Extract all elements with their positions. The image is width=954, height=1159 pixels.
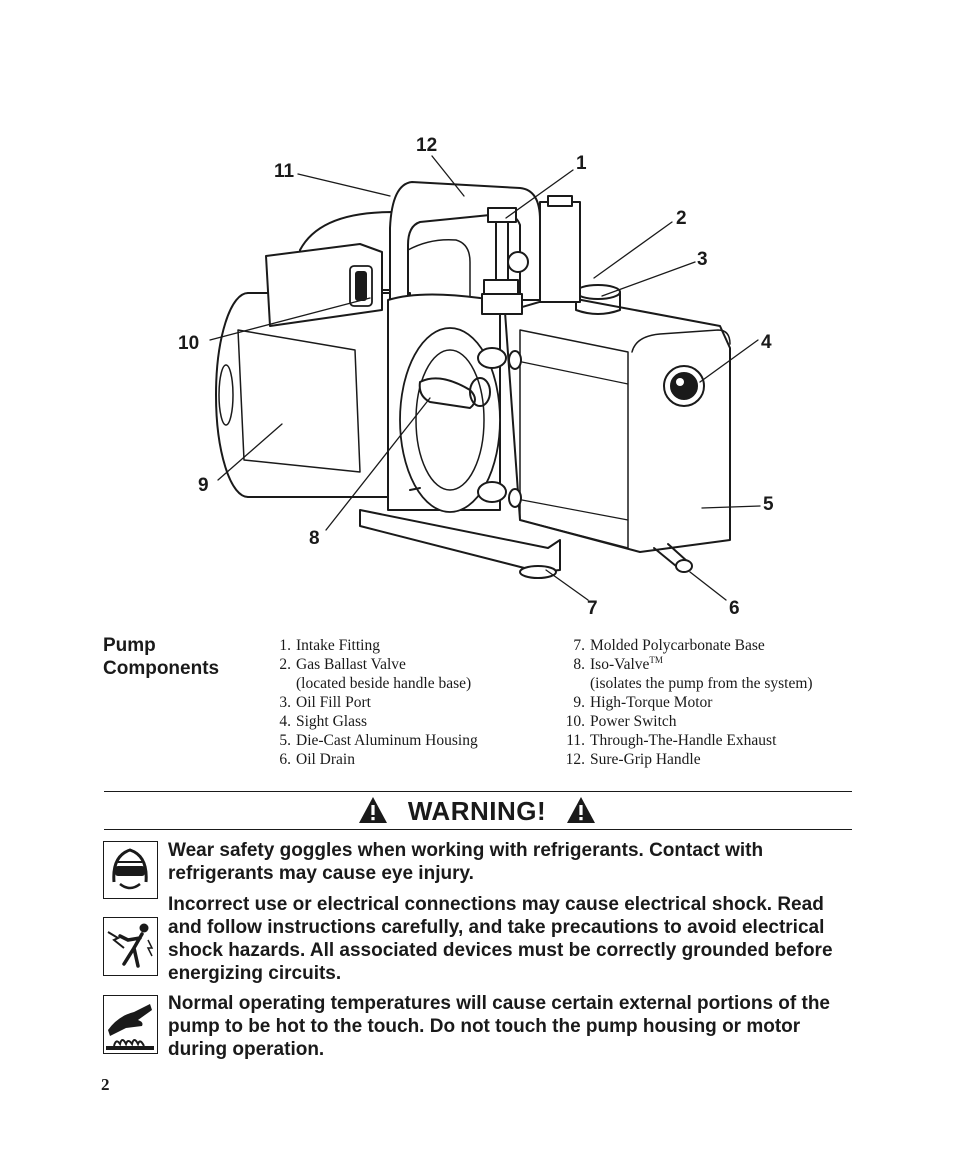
- callout-1: 1: [576, 153, 587, 174]
- hot-surface-icon: [103, 995, 158, 1054]
- motor-drawing: [215, 211, 411, 498]
- pump-diagram: 1 2 3 4 5 6 7 8 9 10 11 12: [178, 135, 774, 619]
- callout-11: 11: [274, 161, 295, 182]
- callout-5: 5: [763, 494, 774, 515]
- component-item: 10.Power Switch: [565, 713, 677, 730]
- coupler-drawing: [387, 293, 501, 513]
- electrical-shock-icon: [103, 917, 158, 976]
- warning-triangle-icon: [358, 797, 387, 823]
- base-drawing: [359, 487, 561, 579]
- components-heading-line2: Components: [103, 658, 220, 679]
- component-item: 6.Oil Drain: [279, 751, 355, 768]
- components-heading-line1: Pump: [103, 635, 156, 656]
- warning-triangle-icon: [567, 797, 596, 823]
- safety-goggles-icon: [103, 841, 158, 899]
- component-item: 2.Gas Ballast Valve(located beside handl…: [279, 656, 472, 692]
- component-item: 8.Iso-ValveTM(isolates the pump from the…: [573, 655, 813, 693]
- component-item: 3.Oil Fill Port: [279, 694, 371, 711]
- warning-text-goggles: Wear safety goggles when working with re…: [168, 840, 764, 884]
- callout-2: 2: [676, 208, 687, 229]
- pump-housing-drawing: [477, 284, 731, 573]
- component-item: 7.Molded Polycarbonate Base: [573, 637, 765, 654]
- warning-text-hot-surface: Normal operating temperatures will cause…: [168, 993, 831, 1060]
- warning-bottom-rule: [104, 829, 852, 830]
- page-number: 2: [101, 1075, 110, 1094]
- callout-4: 4: [761, 332, 772, 353]
- warning-text-electrical: Incorrect use or electrical connections …: [168, 894, 833, 984]
- warning-title: WARNING!: [407, 796, 547, 826]
- components-list-left: 1.Intake Fitting 2.Gas Ballast Valve(loc…: [262, 636, 478, 769]
- leader-lines: [209, 155, 761, 601]
- component-item: 9.High-Torque Motor: [573, 694, 713, 711]
- component-item: 11.Through-The-Handle Exhaust: [566, 732, 777, 749]
- intake-fitting-drawing: [481, 195, 581, 315]
- component-item: 12.Sure-Grip Handle: [565, 751, 701, 768]
- warning-top-rule: [104, 791, 852, 792]
- callout-12: 12: [416, 135, 437, 156]
- callout-7: 7: [587, 598, 598, 619]
- component-item: 1.Intake Fitting: [279, 637, 380, 654]
- callout-3: 3: [697, 249, 708, 270]
- components-list-right: 7.Molded Polycarbonate Base 8.Iso-ValveT…: [556, 636, 813, 769]
- callout-10: 10: [178, 333, 199, 354]
- warning-header: WARNING!: [0, 796, 954, 827]
- component-item: 4.Sight Glass: [279, 713, 368, 730]
- trademark-superscript: TM: [649, 655, 663, 665]
- component-item: 5.Die-Cast Aluminum Housing: [279, 732, 478, 749]
- components-heading: Pump Components: [103, 634, 219, 680]
- callout-8: 8: [309, 528, 320, 549]
- callout-6: 6: [729, 598, 740, 619]
- callout-9: 9: [198, 475, 209, 496]
